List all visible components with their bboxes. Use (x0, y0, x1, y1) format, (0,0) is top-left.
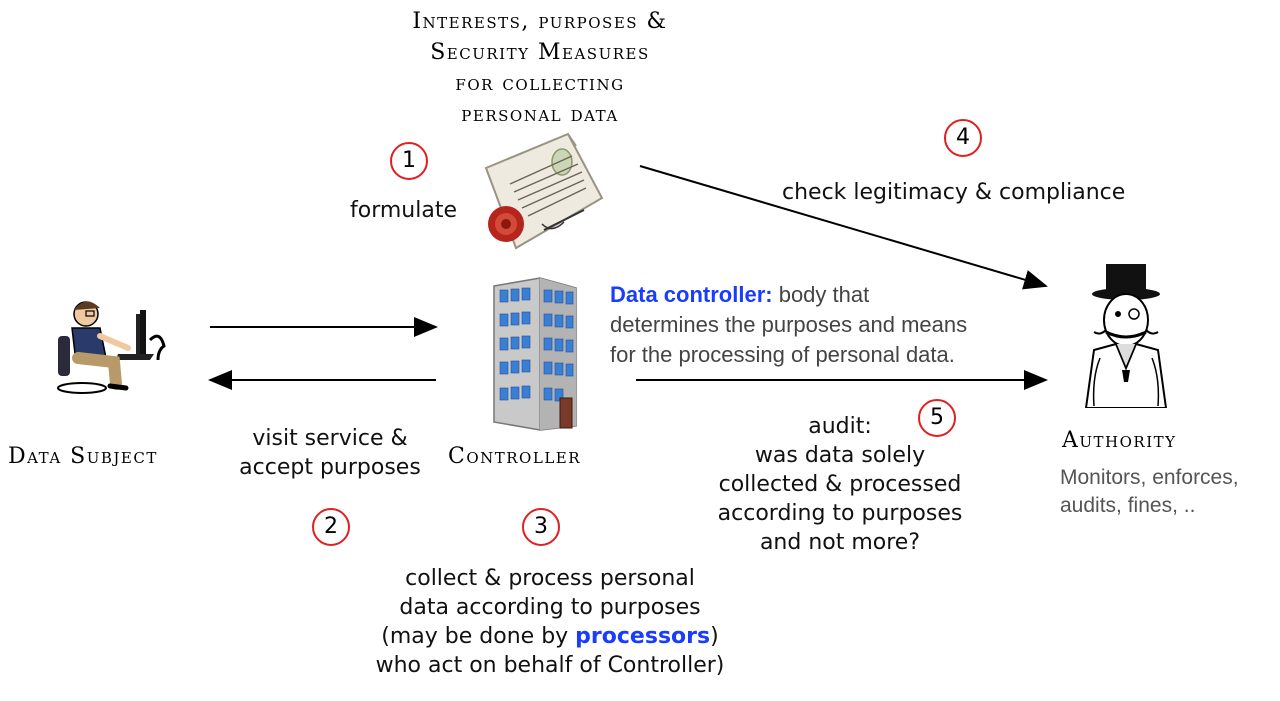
processors-highlight: processors (575, 624, 711, 649)
arrow-document-to-authority (639, 165, 1048, 290)
building-icon (493, 277, 577, 431)
step-1-badge: 1 (390, 142, 428, 180)
authority-label: Authority (1062, 428, 1177, 453)
purposes-title: Interests, purposes & Security Measures … (412, 9, 668, 127)
person-at-computer-icon (57, 301, 166, 394)
step-3-label: collect & process personal data accordin… (375, 566, 725, 678)
step-4-label: check legitimacy & compliance (782, 180, 1126, 205)
document-icon (484, 132, 604, 250)
controller-label: Controller (448, 444, 582, 469)
step-2-badge: 2 (312, 508, 350, 546)
definition-term: Data controller: (610, 282, 773, 307)
step-2-label: visit service & accept purposes (239, 426, 421, 480)
step-5-label: audit: was data solely collected & proce… (717, 414, 963, 555)
data-subject-label: Data Subject (8, 444, 158, 469)
step-4-badge: 4 (944, 119, 982, 157)
step-1-label: formulate (350, 198, 457, 223)
authority-figure-icon (1084, 264, 1168, 408)
step-5-badge: 5 (918, 399, 956, 437)
step-3-badge: 3 (522, 508, 560, 546)
authority-description: Monitors, enforces, audits, fines, .. (1060, 466, 1239, 517)
data-controller-definition: Data controller: body that determines th… (610, 282, 968, 367)
